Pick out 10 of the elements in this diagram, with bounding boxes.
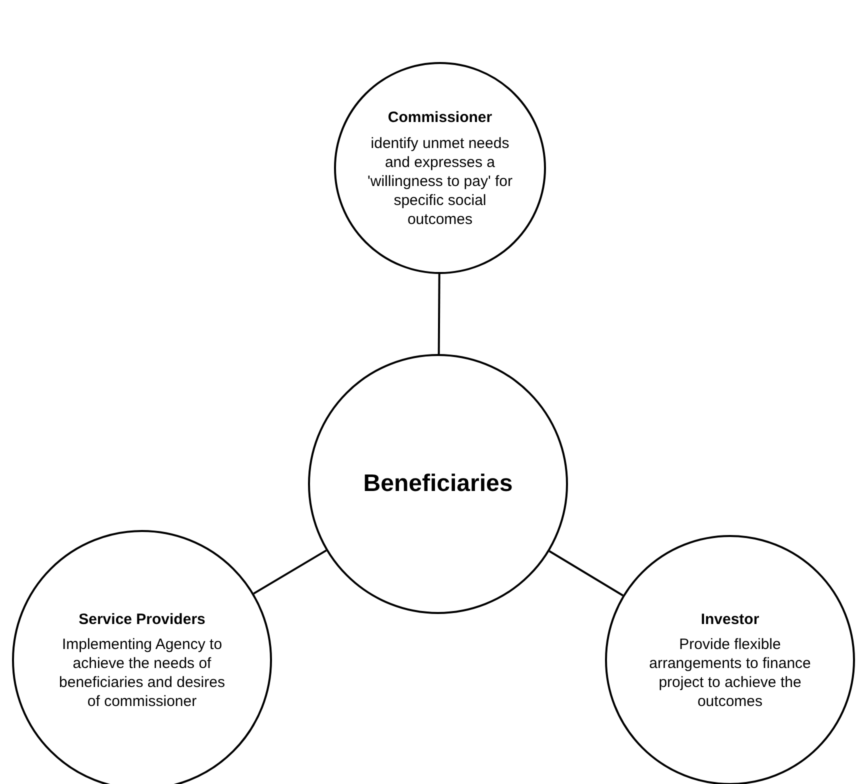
connector-line — [548, 550, 624, 596]
node-title: Commissioner — [386, 108, 494, 128]
node-description: Implementing Agency to achieve the needs of beneficiaries and desires of commissioner — [58, 635, 226, 712]
node-title: Service Providers — [78, 610, 206, 630]
node-description: Provide flexible arrangements to finance project to achieve the outcomes — [648, 635, 812, 712]
node-description: identify unmet needs and expresses a 'willingness to pay' for specific social outcomes — [366, 134, 514, 229]
node-title: Investor — [700, 610, 760, 630]
connector-line — [438, 274, 440, 354]
node-title: Beneficiaries — [362, 469, 514, 499]
connector-line — [253, 550, 327, 594]
